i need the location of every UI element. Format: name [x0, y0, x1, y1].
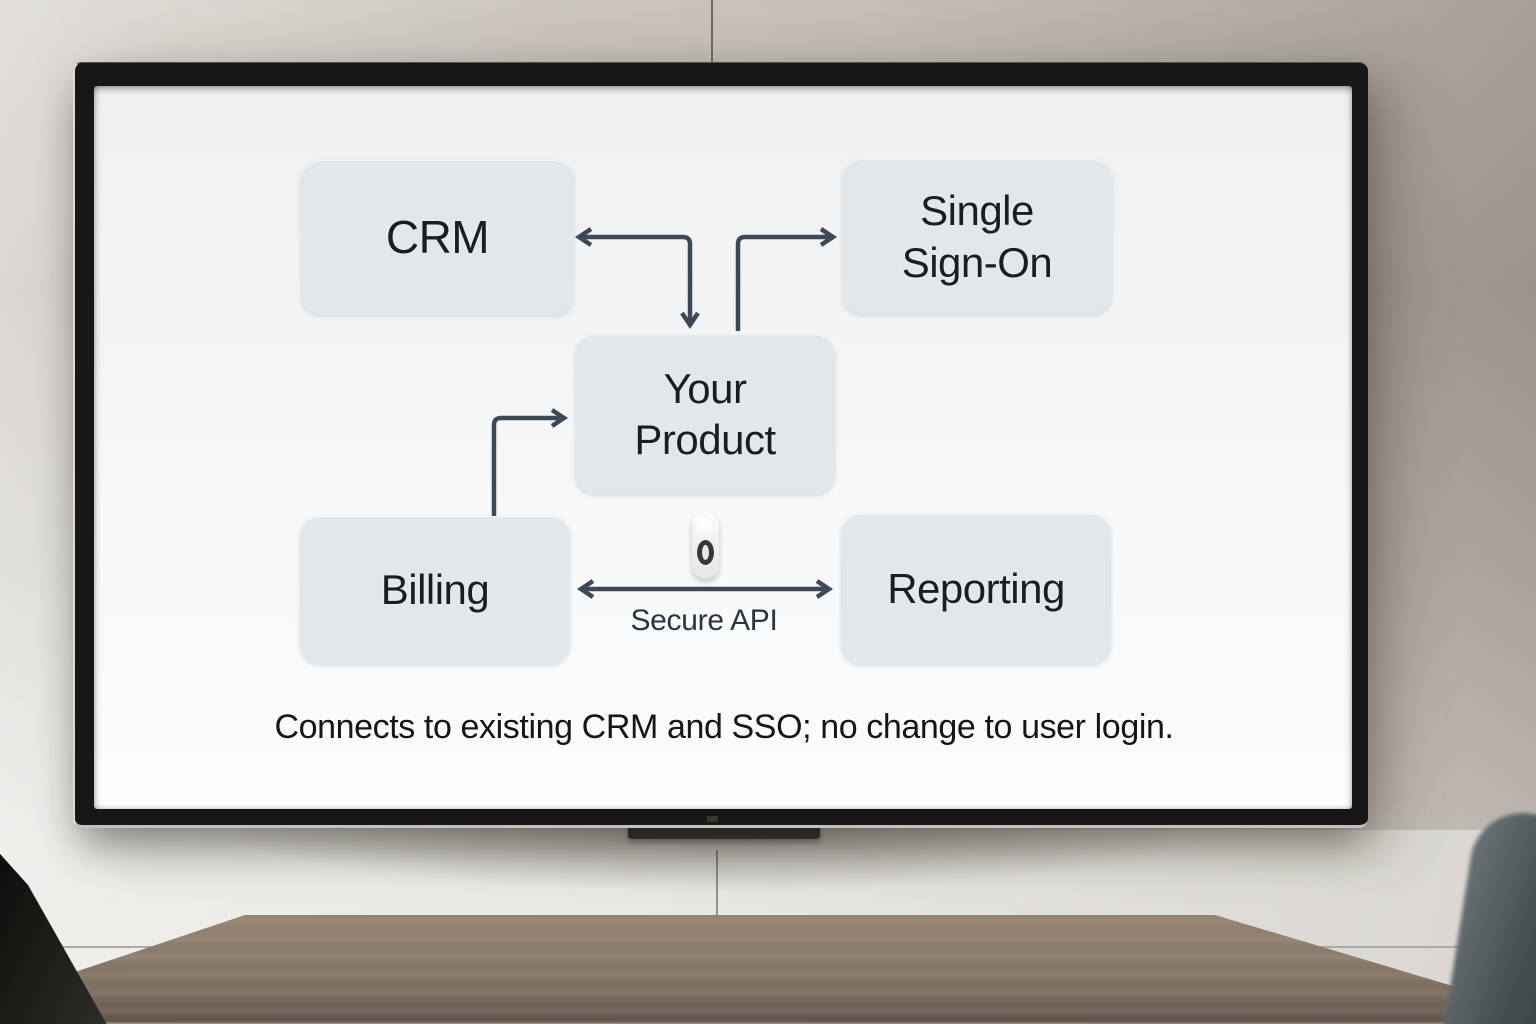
diagram-node-crm: CRM: [301, 160, 574, 315]
node-label: Billing: [380, 566, 490, 614]
tv-screen: CRM Single Sign-On Your Product Billing …: [94, 86, 1352, 809]
node-label: CRM: [385, 211, 490, 264]
diagram-node-billing: Billing: [300, 516, 570, 664]
lock-icon-keyhole: [697, 540, 714, 565]
wall-seam-vertical-top: [711, 0, 713, 63]
diagram-node-reporting: Reporting: [841, 514, 1111, 664]
power-indicator-icon: [707, 816, 718, 822]
tv-wall-shadow: [40, 824, 1400, 919]
secure-api-label: Secure API: [630, 604, 778, 637]
wall-seam-vertical-bottom: [716, 850, 718, 916]
tv-mount-bar: [628, 826, 820, 839]
edge-billing-your-product: [491, 408, 569, 518]
lock-icon-highlight: [697, 518, 713, 534]
node-label: Your Product: [634, 364, 776, 463]
lock-icon: [692, 513, 719, 579]
node-label: Single Sign-On: [901, 187, 1053, 286]
diagram-node-your-product: Your Product: [575, 334, 835, 494]
node-label: Reporting: [887, 565, 1065, 613]
edge-your-product-crm: [574, 227, 700, 330]
diagram-connectors: [491, 227, 838, 599]
diagram-node-single-sign-on: Single Sign-On: [842, 159, 1112, 314]
diagram-caption: Connects to existing CRM and SSO; no cha…: [274, 708, 1174, 746]
tv-display: CRM Single Sign-On Your Product Billing …: [73, 62, 1368, 828]
edge-your-product-sso: [735, 227, 838, 331]
